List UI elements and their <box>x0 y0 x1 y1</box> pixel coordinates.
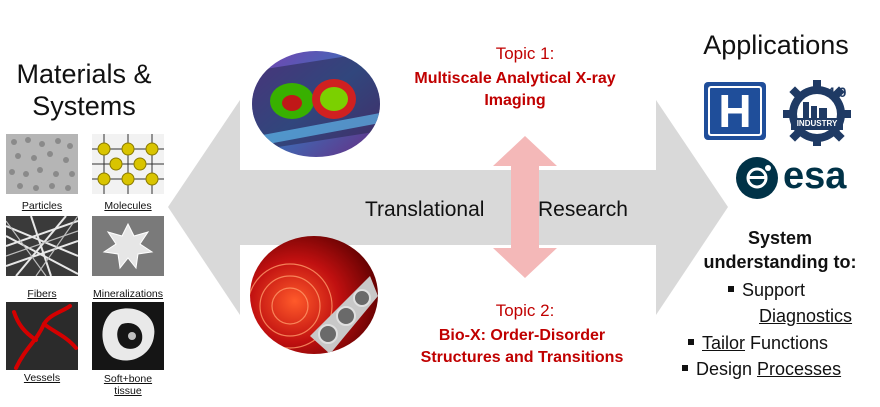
topic2-title-line1: Bio-X: Order-Disorder <box>438 327 606 344</box>
system-title-line2: understanding to: <box>703 252 857 272</box>
bio-x-circle-image <box>250 236 378 354</box>
bullet-tailor-text: Tailor <box>702 333 746 353</box>
bullet-functions-text: Functions <box>745 333 829 353</box>
fibers-label: Fibers <box>27 288 57 300</box>
materials-systems-title: Materials & Systems <box>0 58 168 122</box>
applications-title: Applications <box>703 30 849 60</box>
topics-vertical-double-arrow <box>493 136 557 278</box>
particles-image <box>6 134 78 194</box>
xray-imaging-circle-image <box>252 51 380 157</box>
soft-bone-tissue-label: Soft+bone tissue <box>92 373 164 397</box>
research-label: Research <box>538 198 628 221</box>
materials-title-line2: Systems <box>32 91 136 121</box>
system-title-line1: System <box>747 228 813 248</box>
bullet-diagnostics-text: Diagnostics <box>759 306 853 326</box>
hospital-icon: H <box>718 85 752 137</box>
topic1-title-line1: Multiscale Analytical X-ray <box>414 70 616 87</box>
mineralizations-image <box>92 216 164 276</box>
soft-bone-tissue-image <box>92 302 164 370</box>
bullet-support: Support <box>728 278 805 302</box>
bullet-design-text: Design <box>696 359 758 379</box>
bullet-processes-text: Processes <box>757 359 842 379</box>
topic1-heading: Topic 1: <box>495 44 555 63</box>
bullet-tailor-functions: Tailor Functions <box>688 331 828 355</box>
vessels-label: Vessels <box>23 372 61 384</box>
topic2-title: Bio-X: Order-Disorder Structures and Tra… <box>390 325 654 369</box>
hospital-logo: H <box>704 82 766 140</box>
esa-logo: esa <box>735 153 855 203</box>
molecules-label: Molecules <box>104 200 152 212</box>
bullet-square-icon <box>688 339 694 346</box>
translational-label: Translational <box>365 198 485 221</box>
industry-gear-icon <box>783 80 851 146</box>
bullet-support-text: Support <box>742 280 806 300</box>
topic2-title-line2: Structures and Transitions <box>420 349 624 366</box>
soft-bone-label-line1: Soft+bone <box>103 373 153 385</box>
esa-wordmark: esa <box>783 155 847 197</box>
particles-label: Particles <box>21 200 63 212</box>
bullet-diagnostics: Diagnostics <box>759 304 852 328</box>
topic1-title: Multiscale Analytical X-ray Imaging <box>390 68 640 112</box>
mineralizations-label: Mineralizations <box>92 288 164 300</box>
esa-emblem-icon <box>736 157 778 199</box>
topic2-heading: Topic 2: <box>495 301 555 320</box>
industry-4-0-logo: 4.0 INDUSTRY <box>777 78 857 146</box>
industry-version: 4.0 <box>827 84 847 100</box>
system-understanding-title: System understanding to: <box>692 226 868 274</box>
soft-bone-label-line2: tissue <box>114 385 142 397</box>
topic1-title-line2: Imaging <box>484 92 546 109</box>
bullet-design-processes: Design Processes <box>682 357 841 381</box>
fibers-image <box>6 216 78 276</box>
industry-text: INDUSTRY <box>796 119 838 128</box>
bullet-square-icon <box>682 365 688 372</box>
materials-title-line1: Materials & <box>16 59 152 89</box>
bullet-square-icon <box>728 286 734 293</box>
translational-double-arrow <box>168 100 728 315</box>
vessels-image <box>6 302 78 370</box>
molecules-image <box>92 134 164 194</box>
